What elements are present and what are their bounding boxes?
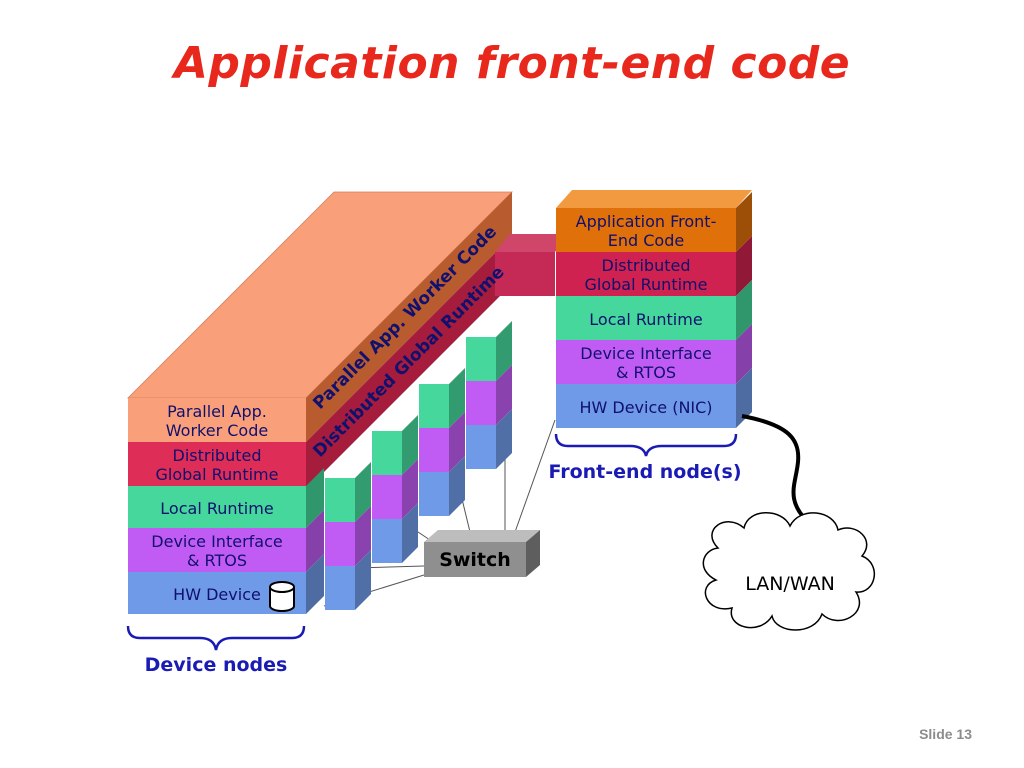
- cube-layer: [419, 428, 449, 472]
- device-layer-label: Distributed: [173, 446, 262, 465]
- front-end-layer-label: Application Front-: [576, 212, 717, 231]
- global-runtime-slab-side: [306, 236, 512, 490]
- network-cable: [741, 414, 812, 526]
- cube-layer-side: [496, 365, 512, 425]
- device-layer-label: Device Interface: [151, 532, 282, 551]
- front-end-layer-label: End Code: [608, 231, 684, 250]
- device-layer-label: Global Runtime: [156, 465, 279, 484]
- front-end-label: Front-end node(s): [548, 461, 741, 483]
- device-layer-side: [306, 468, 324, 528]
- device-layer-label: Local Runtime: [160, 499, 273, 518]
- cube-layer-side: [402, 415, 418, 475]
- bridge-front: [495, 252, 555, 296]
- front-end-brace: [554, 433, 738, 457]
- front-end-layer: [556, 340, 736, 384]
- front-end-layer-label: Local Runtime: [589, 310, 702, 329]
- front-end-layer-side: [736, 368, 752, 428]
- cube-layer: [325, 522, 355, 566]
- switch: Switch: [424, 530, 540, 577]
- cube-layer-side: [449, 456, 465, 516]
- lan-wan-cloud: LAN/WAN: [702, 512, 876, 631]
- cube-layer: [325, 478, 355, 522]
- cube-layer: [372, 519, 402, 563]
- front-end-layer-label: HW Device (NIC): [579, 398, 712, 417]
- front-end-layer: [556, 252, 736, 296]
- cube-layer-side: [355, 506, 371, 566]
- cube-layer: [466, 337, 496, 381]
- device-layer: [128, 442, 306, 486]
- worker-code-slab-side: [306, 192, 512, 442]
- cable: [514, 419, 556, 533]
- device-node-stack: Parallel App.Worker CodeDistributedGloba…: [128, 398, 324, 614]
- slide-title: Application front-end code: [173, 38, 851, 89]
- stepped-device-cubes: [325, 321, 512, 610]
- front-end-layer: [556, 384, 736, 428]
- front-end-layer-side: [736, 324, 752, 384]
- front-end-layer-side: [736, 280, 752, 340]
- front-end-layer-label: Global Runtime: [585, 275, 708, 294]
- cube-layer-side: [355, 462, 371, 522]
- cube-layer-side: [449, 412, 465, 472]
- device-layer-side: [306, 510, 324, 572]
- bridge-top: [495, 234, 570, 252]
- device-layer: [128, 486, 306, 528]
- front-end-layer-label: & RTOS: [616, 363, 676, 382]
- front-end-layer-side: [736, 192, 752, 252]
- device-layer-label: HW Device: [173, 585, 261, 604]
- cube-layer-side: [402, 503, 418, 563]
- device-nodes-brace: [126, 625, 306, 651]
- cube-layer: [466, 425, 496, 469]
- cube-layer: [466, 381, 496, 425]
- cube-layer-side: [402, 459, 418, 519]
- cube-layer-side: [496, 409, 512, 469]
- device-nodes-label: Device nodes: [145, 654, 288, 676]
- device-layer-label: & RTOS: [187, 551, 247, 570]
- front-end-layer: [556, 296, 736, 340]
- switch-label: Switch: [439, 549, 511, 571]
- device-layer-side: [306, 554, 324, 614]
- front-end-layer-label: Device Interface: [580, 344, 711, 363]
- front-end-layer-label: Distributed: [602, 256, 691, 275]
- device-layer: [128, 398, 306, 442]
- cube-layer-side: [449, 368, 465, 428]
- slide-number: Slide 13: [919, 726, 972, 742]
- cube-layer-side: [496, 321, 512, 381]
- cube-layer: [372, 431, 402, 475]
- cube-layer: [419, 472, 449, 516]
- lan-wan-label: LAN/WAN: [745, 573, 835, 595]
- front-end-layer: [556, 208, 736, 252]
- front-end-layer-side: [736, 236, 752, 296]
- device-layer-label: Parallel App.: [167, 402, 267, 421]
- cube-layer: [372, 475, 402, 519]
- front-end-top: [556, 190, 752, 208]
- front-end-node-stack: Application Front-End CodeDistributedGlo…: [556, 190, 752, 428]
- database-icon: [269, 581, 295, 612]
- cube-layer: [419, 384, 449, 428]
- device-layer-label: Worker Code: [166, 421, 268, 440]
- device-layer: [128, 528, 306, 572]
- cube-layer-side: [355, 550, 371, 610]
- cube-layer: [325, 566, 355, 610]
